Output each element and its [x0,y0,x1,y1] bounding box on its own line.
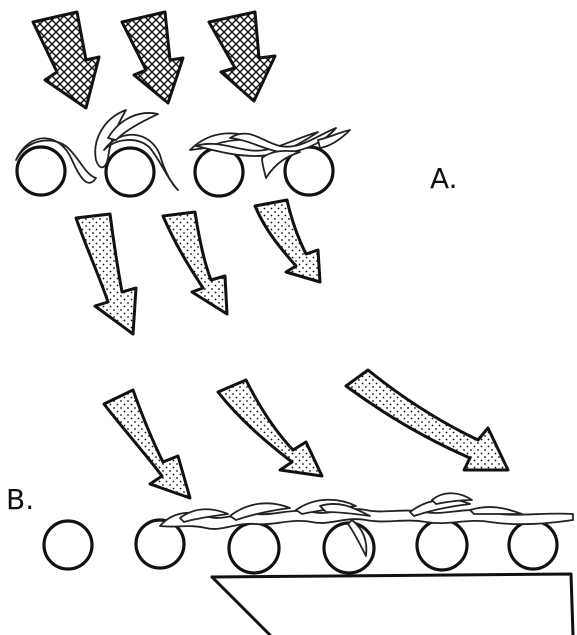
panel-a: A. [16,12,458,334]
label-b: B. [6,483,34,516]
outgoing-arrow-3 [255,200,320,282]
roller-a1 [17,147,65,195]
panel-b: B. [6,370,573,635]
outgoing-arrow-2 [163,212,227,314]
incoming-arrow-b3 [346,370,508,470]
roller-a2 [106,148,154,196]
incoming-arrow-2 [122,12,183,103]
outgoing-arrow-1 [76,214,136,334]
roller-b1 [44,521,92,569]
roller-b3 [229,523,279,573]
label-a: A. [430,162,458,195]
roller-b6 [509,521,557,569]
roller-b5 [417,520,467,570]
incoming-arrow-1 [33,12,99,108]
support-plate [212,574,573,635]
incoming-arrow-b1 [104,390,190,498]
incoming-arrow-3 [209,12,275,101]
incoming-arrow-b2 [218,380,322,476]
